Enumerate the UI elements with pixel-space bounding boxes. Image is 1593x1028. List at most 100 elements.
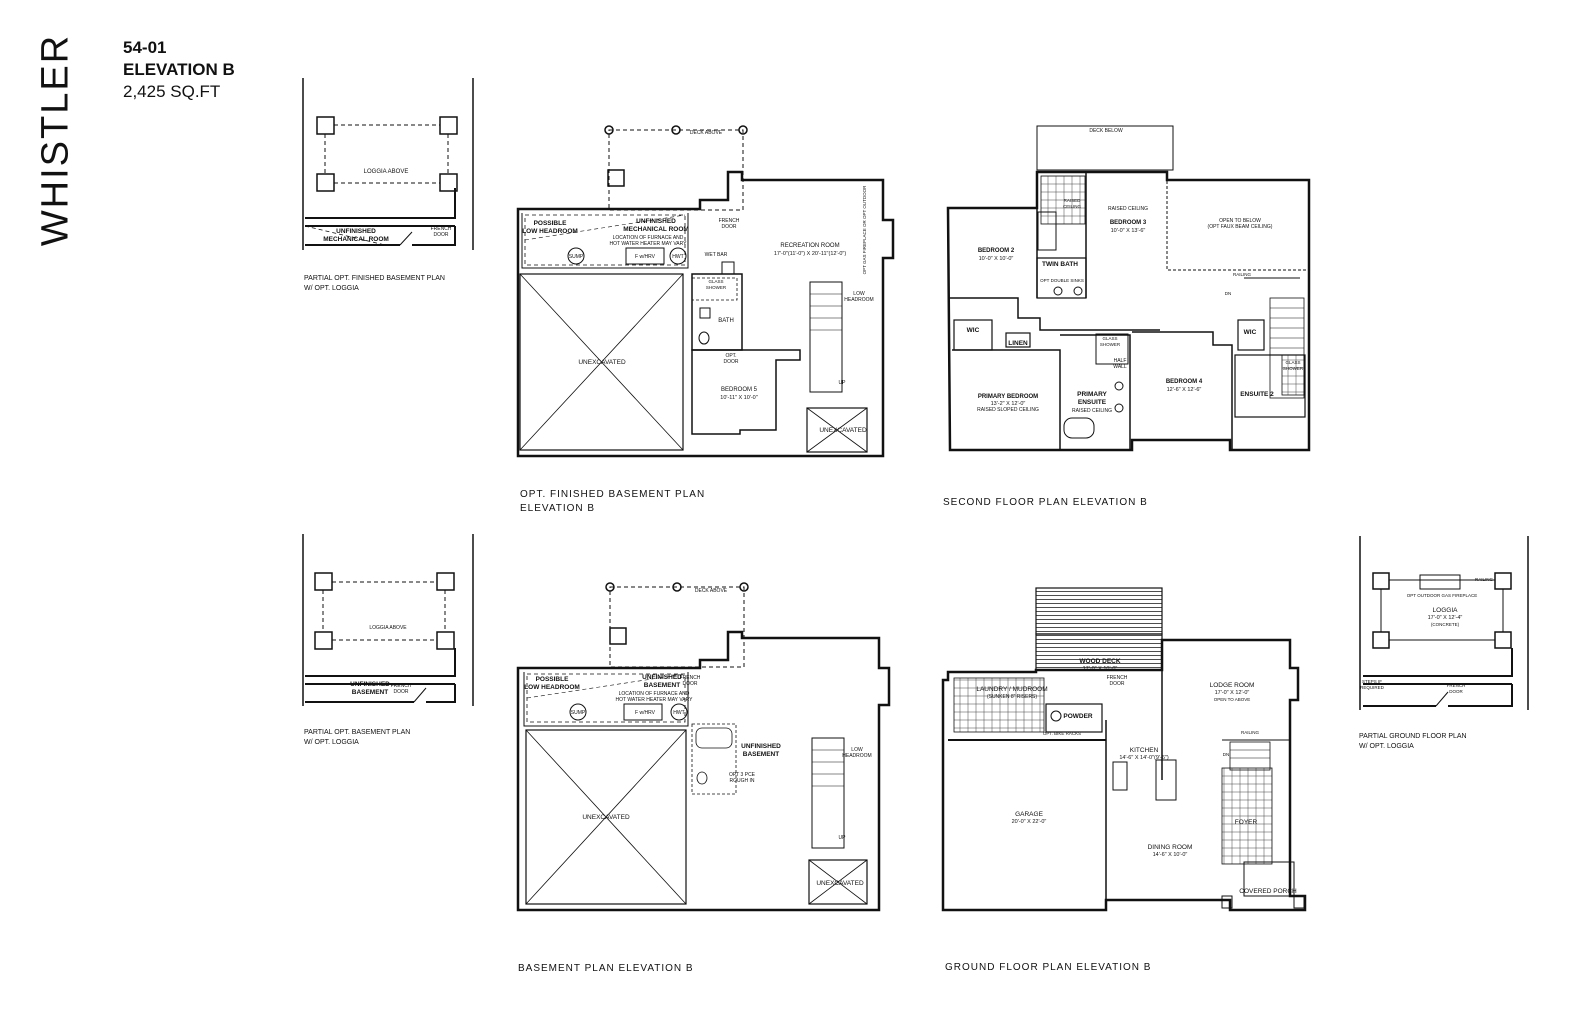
svg-text:UNFINISHED: UNFINISHED <box>642 674 682 681</box>
svg-text:RECREATION ROOM: RECREATION ROOM <box>780 243 839 249</box>
svg-text:(CONCRETE): (CONCRETE) <box>1431 622 1460 627</box>
svg-text:PRIMARY: PRIMARY <box>1077 391 1107 398</box>
svg-text:RAILING: RAILING <box>1233 272 1252 277</box>
svg-text:MECHANICAL ROOM: MECHANICAL ROOM <box>323 236 389 243</box>
svg-text:SUMP: SUMP <box>571 710 586 716</box>
svg-text:DECK ABOVE: DECK ABOVE <box>690 130 723 136</box>
svg-text:(OPT FAUX BEAM CEILING): (OPT FAUX BEAM CEILING) <box>1208 224 1273 230</box>
svg-text:RAISED: RAISED <box>1064 198 1082 203</box>
svg-text:STEPS IF: STEPS IF <box>1362 679 1382 684</box>
svg-text:RAISED SLOPED CEILING: RAISED SLOPED CEILING <box>977 407 1039 413</box>
svg-text:SHOWER: SHOWER <box>1283 366 1304 371</box>
svg-text:BASEMENT: BASEMENT <box>743 751 780 758</box>
model-elevation: ELEVATION B <box>123 60 235 79</box>
svg-text:LOCATION OF FURNACE AND: LOCATION OF FURNACE AND <box>619 691 690 697</box>
svg-text:DN: DN <box>1223 752 1230 757</box>
svg-text:HWT: HWT <box>673 710 684 716</box>
svg-text:GLASS: GLASS <box>1102 336 1117 341</box>
svg-text:HEADROOM: HEADROOM <box>844 297 873 303</box>
svg-text:REQUIRED: REQUIRED <box>1360 685 1385 690</box>
svg-text:BEDROOM 5: BEDROOM 5 <box>721 387 758 393</box>
svg-text:10'-0" X 10'-0": 10'-0" X 10'-0" <box>979 256 1014 262</box>
svg-text:FRENCH: FRENCH <box>719 218 740 224</box>
svg-text:MECHANICAL ROOM: MECHANICAL ROOM <box>623 226 689 233</box>
svg-text:ENSUITE 2: ENSUITE 2 <box>1240 391 1274 398</box>
svg-text:GLASS: GLASS <box>1285 360 1300 365</box>
plan-basement <box>516 582 891 912</box>
svg-text:UNEXCAVATED: UNEXCAVATED <box>582 814 630 821</box>
svg-text:DOOR: DOOR <box>724 359 739 365</box>
svg-text:DOOR: DOOR <box>1449 689 1463 694</box>
svg-text:10'-11" X 10'-0": 10'-11" X 10'-0" <box>720 395 757 401</box>
svg-text:OPT.: OPT. <box>725 353 736 359</box>
svg-text:FRENCH: FRENCH <box>431 226 452 232</box>
svg-text:UNEXCAVATED: UNEXCAVATED <box>816 880 864 887</box>
svg-text:DECK ABOVE: DECK ABOVE <box>695 588 728 594</box>
svg-text:LODGE ROOM: LODGE ROOM <box>1210 682 1255 689</box>
svg-text:LOW: LOW <box>853 291 865 297</box>
svg-text:HWT: HWT <box>672 254 683 260</box>
svg-text:BEDROOM 2: BEDROOM 2 <box>978 248 1015 254</box>
svg-text:RAILING: RAILING <box>1475 577 1494 582</box>
svg-text:OPEN TO BELOW: OPEN TO BELOW <box>1219 218 1261 224</box>
svg-text:UNFINISHED: UNFINISHED <box>636 218 676 225</box>
svg-text:LAUNDRY / MUDROOM: LAUNDRY / MUDROOM <box>976 686 1047 693</box>
svg-text:UNFINISHED: UNFINISHED <box>350 681 390 688</box>
svg-text:COVERED PORCH: COVERED PORCH <box>1239 888 1297 895</box>
svg-text:SHOWER: SHOWER <box>706 285 727 290</box>
svg-text:F w/HRV: F w/HRV <box>635 710 656 716</box>
svg-text:HOT WATER HEATER MAY VARY: HOT WATER HEATER MAY VARY <box>610 241 688 247</box>
svg-text:UNFINISHED: UNFINISHED <box>336 228 376 235</box>
svg-text:UNEXCAVATED: UNEXCAVATED <box>578 359 626 366</box>
plan-opt-finished-basement <box>516 125 895 458</box>
svg-text:14'-6" X 10'-0": 14'-6" X 10'-0" <box>1153 852 1188 858</box>
svg-text:DOOR: DOOR <box>434 232 449 238</box>
svg-text:DOOR: DOOR <box>683 681 698 687</box>
svg-text:UP: UP <box>839 835 847 841</box>
svg-text:17'-0" X 10'-0": 17'-0" X 10'-0" <box>1083 666 1118 672</box>
svg-text:RAILING: RAILING <box>1241 730 1260 735</box>
svg-text:FRENCH: FRENCH <box>680 675 701 681</box>
svg-text:HEADROOM: HEADROOM <box>842 753 871 759</box>
model-code: 54-01 <box>123 38 167 57</box>
svg-text:OPT. BIKE RACKS: OPT. BIKE RACKS <box>1043 731 1081 736</box>
svg-text:HOT WATER HEATER MAY VARY: HOT WATER HEATER MAY VARY <box>616 697 694 703</box>
svg-text:OPT 3 PCE: OPT 3 PCE <box>729 772 756 778</box>
svg-text:FRENCH: FRENCH <box>1107 675 1128 681</box>
svg-text:12'-6" X 12'-6": 12'-6" X 12'-6" <box>1167 387 1202 393</box>
plan-second-floor <box>946 125 1311 452</box>
model-area: 2,425 SQ.FT <box>123 82 221 101</box>
svg-text:GLASS: GLASS <box>708 279 723 284</box>
svg-text:DN: DN <box>1225 291 1232 296</box>
caption-second-floor: SECOND FLOOR PLAN ELEVATION B <box>943 497 1148 508</box>
svg-text:OPEN TO ABOVE: OPEN TO ABOVE <box>1214 697 1251 702</box>
svg-text:UNEXCAVATED: UNEXCAVATED <box>819 427 867 434</box>
svg-text:UNFINISHED: UNFINISHED <box>741 743 781 750</box>
caption-basement: BASEMENT PLAN ELEVATION B <box>518 963 694 974</box>
svg-text:FRENCH: FRENCH <box>391 683 412 689</box>
svg-text:WALL: WALL <box>1113 364 1127 370</box>
caption-ground-floor: GROUND FLOOR PLAN ELEVATION B <box>945 962 1152 973</box>
svg-text:HALF: HALF <box>1114 358 1127 364</box>
svg-text:F w/HRV: F w/HRV <box>635 254 656 260</box>
svg-text:BATH: BATH <box>718 318 734 324</box>
svg-text:CEILING: CEILING <box>1063 204 1082 209</box>
svg-text:OPT GAS FIREPLACE OR OPT OUTDO: OPT GAS FIREPLACE OR OPT OUTDOOR <box>862 185 867 275</box>
svg-text:RAISED CEILING: RAISED CEILING <box>1108 206 1148 212</box>
svg-text:OPT DOUBLE SINKS: OPT DOUBLE SINKS <box>1040 278 1084 283</box>
svg-text:KITCHEN: KITCHEN <box>1130 747 1159 754</box>
svg-text:OPT OUTDOOR GAS FIREPLACE: OPT OUTDOOR GAS FIREPLACE <box>1407 593 1477 598</box>
svg-text:RAISED CEILING: RAISED CEILING <box>1072 408 1112 414</box>
svg-text:SHOWER: SHOWER <box>1100 342 1121 347</box>
svg-text:BEDROOM 3: BEDROOM 3 <box>1110 220 1147 226</box>
svg-text:DECK BELOW: DECK BELOW <box>1089 128 1123 134</box>
svg-text:LINEN: LINEN <box>1008 340 1028 347</box>
plan-ground-floor <box>941 587 1307 912</box>
svg-text:FRENCH: FRENCH <box>1447 683 1466 688</box>
svg-text:13'-2" X 12'-0": 13'-2" X 12'-0" <box>991 401 1026 407</box>
svg-text:SUMP: SUMP <box>569 254 584 260</box>
svg-text:LOW HEADROOM: LOW HEADROOM <box>522 228 578 235</box>
